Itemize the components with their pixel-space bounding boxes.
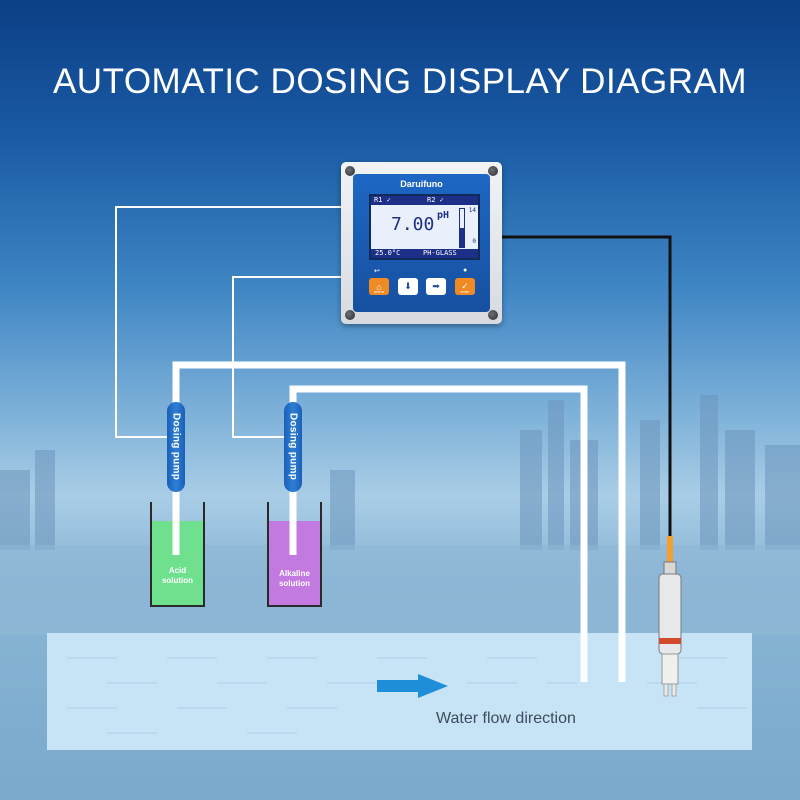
arrow-right-icon: ➡ — [432, 281, 440, 291]
lcd-info-bar: 25.0°C PH-GLASS — [371, 249, 478, 258]
dosing-pipe-acid — [172, 361, 626, 680]
dosing-pump-acid: Dosing pump — [167, 402, 185, 492]
right-button[interactable]: ➡ — [426, 278, 446, 295]
water-ripples — [67, 657, 747, 734]
relay1-indicator: R1 ✓ — [374, 196, 391, 204]
ph-reading: 7.00 — [391, 214, 435, 235]
sensor-type-label: PH-GLASS — [423, 249, 457, 257]
alkaline-liquid — [269, 520, 320, 605]
menu-icon: ⌂ — [376, 281, 382, 292]
alkaline-label-line1: Alkaline — [279, 569, 310, 578]
dosing-pump-label: Dosing pump — [287, 413, 299, 481]
controller-front-panel: Daruifuno R1 ✓ R2 ✓ 7.00 pH 14 0 25.0°C … — [353, 174, 490, 312]
ph-controller: Daruifuno R1 ✓ R2 ✓ 7.00 pH 14 0 25.0°C … — [341, 162, 502, 324]
dosing-pump-label: Dosing pump — [170, 413, 182, 481]
down-button[interactable]: ⬇ — [398, 278, 418, 295]
acid-tank: Acid solution — [150, 502, 205, 607]
menu-button-label: menu — [373, 289, 384, 294]
back-arrow-icon: ↩ — [374, 268, 380, 275]
lcd-display: R1 ✓ R2 ✓ 7.00 pH 14 0 25.0°C PH-GLASS — [369, 194, 480, 260]
ph-bargraph-fill — [460, 228, 464, 247]
diagram-title: AUTOMATIC DOSING DISPLAY DIAGRAM — [52, 62, 748, 101]
water-flow-label: Water flow direction — [436, 710, 576, 727]
temperature-reading: 25.0°C — [375, 249, 401, 257]
screw-icon — [345, 166, 355, 176]
screw-icon — [345, 310, 355, 320]
relay2-indicator: R2 ✓ — [427, 196, 444, 204]
alkaline-tank: Alkaline solution — [267, 502, 322, 607]
arrow-down-icon: ⬇ — [404, 281, 412, 291]
screw-icon — [488, 166, 498, 176]
lcd-status-bar: R1 ✓ R2 ✓ — [371, 196, 478, 205]
check-icon: ✓ — [461, 281, 469, 291]
scale-max-label: 14 — [468, 207, 476, 214]
enter-button[interactable]: ✓ enter — [455, 278, 475, 295]
enter-button-label: enter — [460, 289, 470, 294]
screw-icon — [488, 310, 498, 320]
sensor-cable — [502, 235, 672, 540]
acid-label-line1: Acid — [168, 566, 187, 575]
acid-liquid — [152, 520, 203, 605]
scale-min-label: 0 — [472, 238, 476, 245]
dosing-pump-alkaline: Dosing pump — [284, 402, 302, 492]
dosing-pipe-alkaline — [289, 385, 588, 680]
ph-bargraph — [459, 208, 465, 248]
control-wire-alkaline — [232, 276, 341, 438]
dot-icon: ● — [463, 267, 468, 274]
acid-label-line2: solution — [161, 576, 194, 585]
alkaline-label-line2: solution — [278, 579, 311, 588]
water-channel — [47, 633, 752, 750]
brand-label: Daruifuno — [400, 179, 443, 189]
menu-button[interactable]: ⌂ menu — [369, 278, 389, 295]
ph-unit: pH — [437, 210, 450, 221]
control-wire-acid — [115, 206, 341, 438]
